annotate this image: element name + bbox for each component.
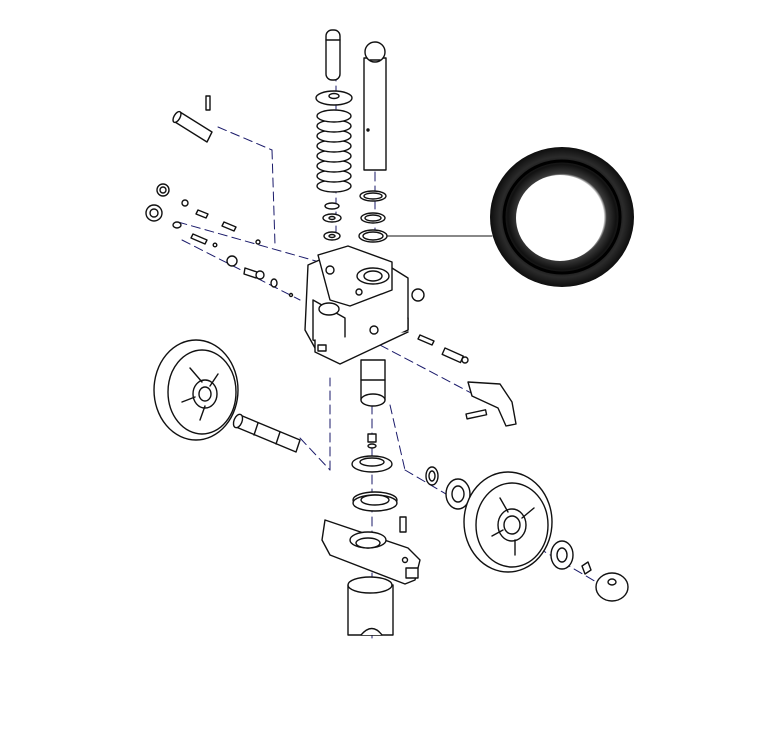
right-outer-parts bbox=[550, 540, 629, 602]
center-bearing-stack bbox=[351, 433, 398, 512]
piston-rod bbox=[363, 41, 387, 171]
piston-seals bbox=[358, 190, 388, 243]
axle-pin-upper bbox=[172, 95, 213, 143]
release-lever bbox=[465, 381, 517, 427]
pump-housing bbox=[304, 245, 425, 365]
release-pin-right bbox=[417, 334, 469, 364]
steering-wheel-right bbox=[463, 471, 553, 573]
spring-top-washer bbox=[315, 90, 353, 106]
axle-shaft-left bbox=[232, 413, 301, 453]
pump-cylinder-lower bbox=[360, 359, 386, 407]
valve-parts-left bbox=[145, 183, 294, 298]
right-wheel-bearings bbox=[425, 466, 471, 510]
coil-spring bbox=[316, 109, 352, 193]
steering-wheel-left bbox=[153, 339, 239, 441]
push-rod-pin bbox=[325, 29, 341, 81]
bottom-tube bbox=[347, 576, 394, 636]
seal-ring-photo bbox=[490, 147, 634, 287]
fork-plate bbox=[321, 516, 421, 585]
small-washers-left bbox=[322, 202, 342, 241]
